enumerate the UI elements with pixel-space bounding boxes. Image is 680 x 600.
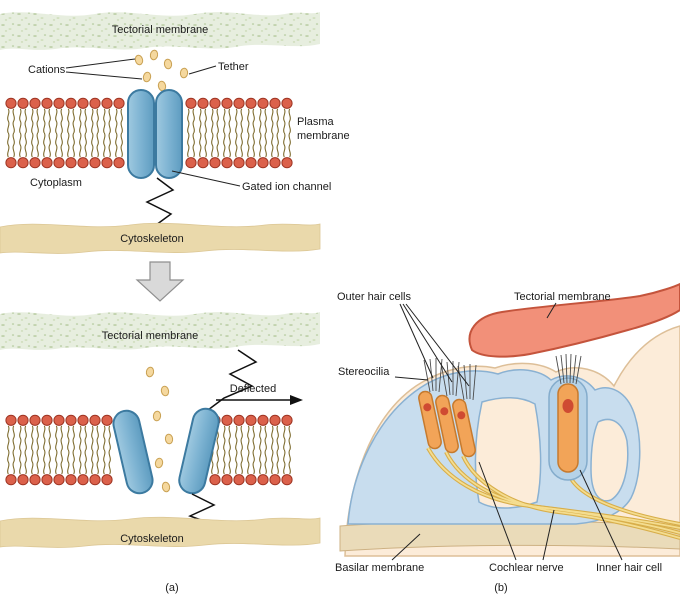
cations-leader-lines — [65, 58, 143, 80]
panel-b-organ-of-corti: Outer hair cells Tectorial membrane Ster… — [335, 282, 680, 574]
outer-hair-cells — [418, 358, 477, 458]
cytoskeleton-label: Cytoskeleton — [120, 533, 184, 545]
outer-hair-cells-label: Outer hair cells — [337, 291, 411, 303]
tectorial-membrane-label: Tectorial membrane — [112, 24, 209, 36]
cytoskeleton-label: Cytoskeleton — [120, 233, 184, 245]
basilar-membrane-label: Basilar membrane — [335, 562, 424, 574]
nucleus — [440, 407, 449, 416]
plasma-membrane-bilayer — [5, 97, 293, 169]
cation-ions-flowing — [145, 366, 174, 493]
inner-hair-cell-leader-line — [579, 469, 623, 561]
cations-label: Cations — [28, 64, 66, 76]
gated-ion-channel-open — [112, 407, 220, 495]
outer-hair-cell — [435, 394, 459, 454]
deflected-label: Deflected — [230, 383, 276, 395]
gated-channel-leader-line — [171, 170, 241, 187]
outer-hair-cells-leader-lines — [399, 303, 470, 387]
plasma-membrane-label-line2: membrane — [297, 130, 350, 142]
cation-ions — [134, 49, 189, 92]
outer-hair-cell — [452, 398, 476, 458]
panel-a-resting: Tectorial membrane Cations Tether — [0, 12, 350, 254]
plasma-membrane-label-line1: Plasma — [297, 116, 335, 128]
tether-leader-line — [188, 65, 217, 75]
cochlear-nerve-leader-lines — [478, 461, 555, 561]
cytoplasm-label: Cytoplasm — [30, 177, 82, 189]
cochlear-nerve-label: Cochlear nerve — [489, 562, 564, 574]
inner-hair-cell — [557, 383, 579, 473]
deflected-arrow — [216, 395, 303, 405]
gated-ion-channel-closed — [127, 89, 183, 179]
down-block-arrow — [135, 261, 185, 302]
basilar-membrane-leader-line — [391, 533, 421, 561]
inner-hair-cell-group — [548, 353, 588, 481]
tether-label: Tether — [218, 61, 249, 73]
nucleus — [562, 399, 574, 413]
nucleus — [423, 403, 432, 412]
plasma-membrane-bilayer — [5, 414, 293, 486]
tectorial-membrane-label-b: Tectorial membrane — [514, 291, 611, 303]
tether-zigzag-top — [207, 349, 258, 411]
cochlear-nerve-fibers — [426, 447, 680, 540]
panel-a-deflected: Tectorial membrane Deflected — [0, 312, 321, 548]
nucleus — [457, 411, 466, 420]
caption-b: (b) — [494, 582, 507, 594]
gated-ion-channel-label: Gated ion channel — [242, 181, 331, 193]
outer-hair-cell — [418, 390, 442, 450]
tectorial-membrane-label: Tectorial membrane — [102, 330, 199, 342]
tether-zigzag-link — [145, 177, 175, 226]
inner-hair-cell-label: Inner hair cell — [596, 562, 662, 574]
stereocilia-label: Stereocilia — [338, 366, 390, 378]
stereocilia-leader-line — [394, 376, 429, 381]
caption-a: (a) — [165, 582, 178, 594]
inner-hair-cell-stereocilia — [555, 353, 582, 385]
tectorial-membrane-leader-line — [546, 302, 557, 319]
